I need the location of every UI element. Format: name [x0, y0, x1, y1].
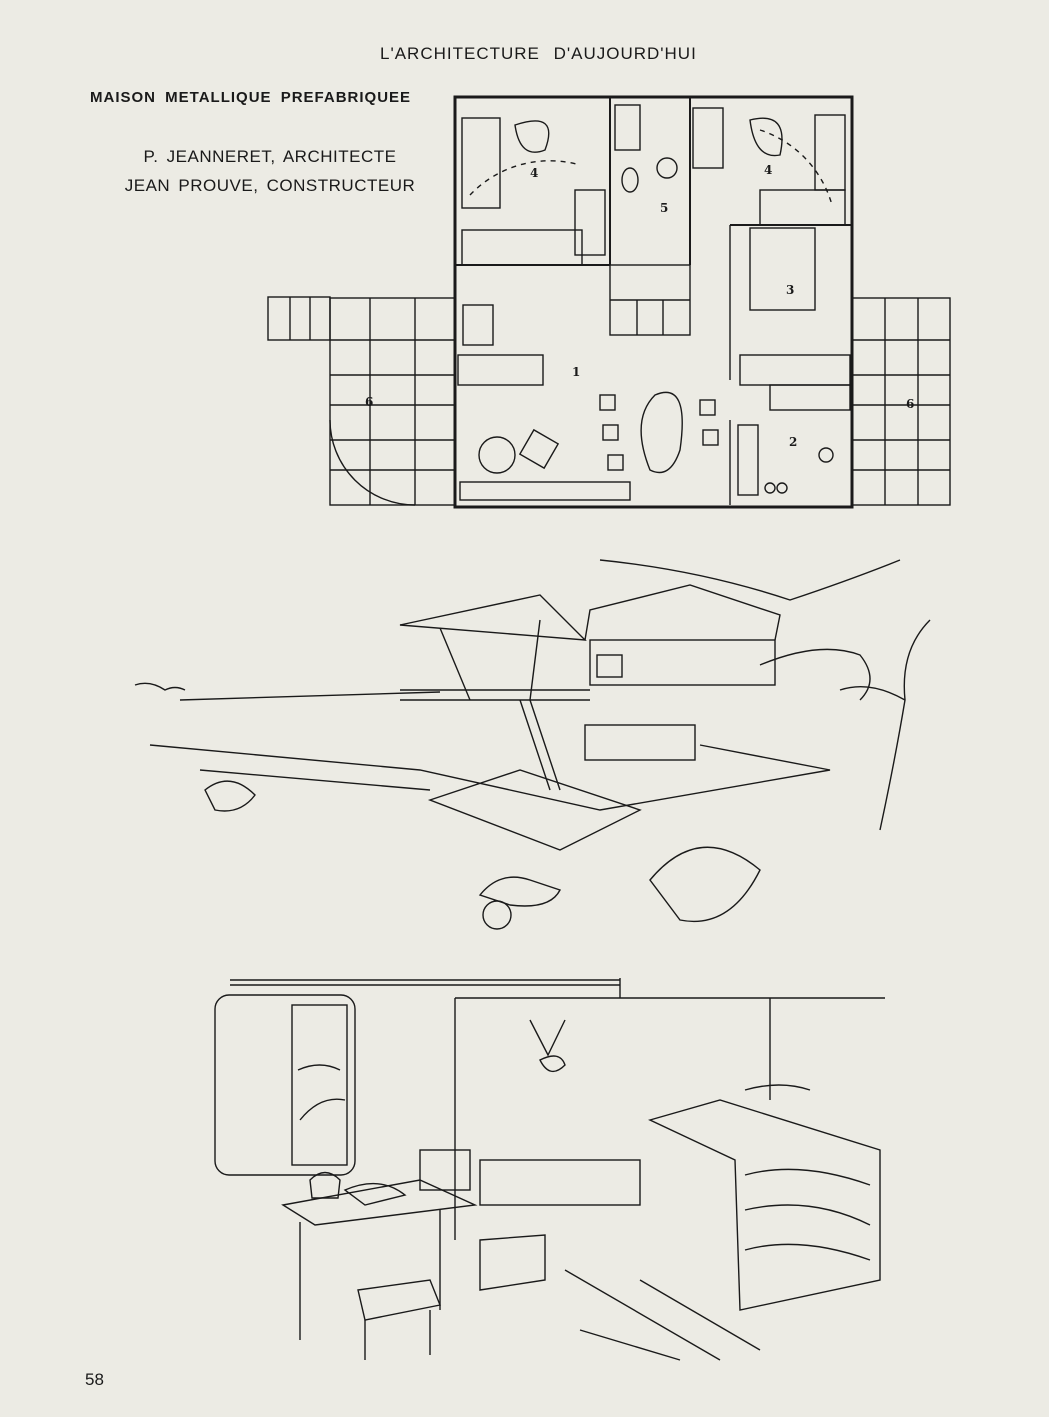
room-label: 5 — [660, 201, 668, 215]
room-label: 4 — [764, 163, 772, 177]
article-title: MAISON METALLIQUE PREFABRIQUEE — [90, 89, 412, 106]
room-label: 3 — [786, 283, 794, 297]
interior-perspective-sketch — [214, 978, 885, 1361]
constructor-credit: JEAN PROUVE, CONSTRUCTEUR — [124, 176, 416, 195]
room-label: 2 — [789, 435, 797, 449]
journal-header: L'ARCHITECTURE D'AUJOURD'HUI — [380, 44, 697, 63]
exterior-perspective-sketch — [134, 559, 931, 930]
room-label: 4 — [530, 166, 538, 180]
page-number: 58 — [85, 1370, 104, 1389]
room-labels: 4 5 4 3 1 6 2 6 — [365, 163, 914, 449]
room-label: 6 — [365, 395, 373, 409]
plan-walls — [267, 95, 951, 509]
floor-plan: 4 5 4 3 1 6 2 6 — [267, 95, 951, 509]
room-label: 1 — [572, 365, 580, 379]
plan-furniture — [457, 104, 851, 501]
room-label: 6 — [906, 397, 914, 411]
architect-credit: P. JEANNERET, ARCHITECTE — [143, 147, 397, 166]
